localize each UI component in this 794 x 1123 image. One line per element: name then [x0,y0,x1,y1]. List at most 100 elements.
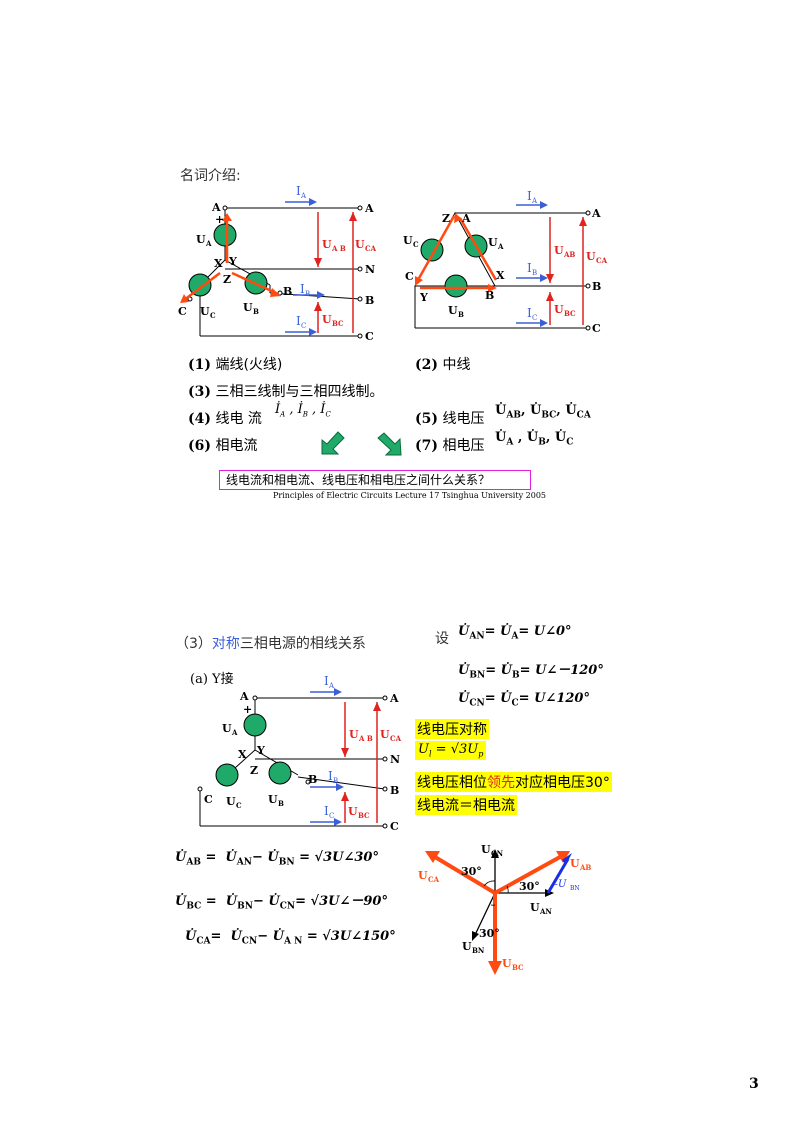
svg-text:C: C [178,305,187,318]
svg-text:AB: AB [579,863,591,872]
slide1-footer: Principles of Electric Circuits Lecture … [273,491,546,500]
item-1-text: 端线(火线) [215,357,283,373]
svg-text:A B: A B [331,244,346,253]
phase-voltage-symbols: U̇A , U̇B, U̇C [495,430,574,448]
item-3-text: 三相三线制与三相四线制。 [215,384,384,400]
svg-text:BC: BC [564,309,576,318]
line-voltage-symbols: U̇AB, U̇BC, U̇CA [495,403,591,421]
svg-text:I: I [328,769,333,783]
svg-text:I: I [527,261,532,275]
svg-text:I: I [296,184,301,198]
item-5: (5) 线电压 [415,408,484,428]
svg-text:B: B [305,290,310,298]
svg-text:Y: Y [228,255,237,268]
question-box: 线电流和相电流、线电压和相电压之间什么关系？ [219,470,531,490]
item-3: (3) 三相三线制与三相四线制。 [188,381,383,401]
svg-text:A: A [497,242,504,251]
svg-text:B: B [278,799,284,808]
note-current: 线电流＝相电流 [415,795,517,815]
svg-text:A: A [211,201,221,214]
svg-text:Y: Y [256,744,265,757]
item-1: (1) 端线(火线) [188,354,282,374]
eq-row-b-rhs: U∠－120° [534,663,604,678]
svg-text:CA: CA [365,244,377,253]
svg-text:AN: AN [539,907,552,916]
item-1-num: (1) [188,357,211,373]
note-lead-word: 领先 [487,775,515,791]
svg-text:B: B [485,289,494,302]
svg-text:U: U [488,236,498,249]
svg-text:Z: Z [442,212,450,225]
svg-text:CA: CA [428,875,440,884]
svg-text:C: C [301,322,306,330]
svg-text:B: B [308,773,317,786]
svg-text:C: C [390,820,399,833]
svg-text:U: U [322,313,332,326]
line-eq-bc-a: BN [237,901,253,912]
svg-text:B: B [283,285,292,298]
item-7: (7) 相电压 [415,435,484,455]
svg-text:X: X [238,748,247,761]
svg-text:BN: BN [570,885,580,892]
svg-text:CA: CA [390,734,402,743]
svg-text:I: I [300,282,305,296]
eq-row-b-mid: B [511,670,520,681]
svg-text:U: U [418,869,428,882]
line-eq-bc-rhs: √3U∠－90° [310,894,388,909]
line-eq-ab-a: AN [236,857,252,868]
note-symmetric: 线电压对称 [415,719,489,739]
svg-text:AB: AB [563,250,575,259]
svg-text:U: U [226,795,236,808]
svg-text:N: N [365,263,375,276]
svg-text:CA: CA [596,256,608,265]
item-7-num: (7) [415,438,438,454]
item-4: (4) 线电 流 [188,408,262,428]
line-eq-ab-rhs: √3U∠30° [314,850,379,865]
line-eq-ca-a: CN [241,936,258,947]
svg-text:B: B [390,784,399,797]
item-6-text: 相电流 [215,438,258,454]
svg-text:U: U [462,940,472,953]
green-arrow-left-icon [321,431,345,455]
slide1-heading: 名词介绍: [180,168,241,184]
svg-text:U: U [403,234,413,247]
svg-text:C: C [236,801,242,810]
eq-row-b: U̇BN= U̇B= U∠－120° [458,663,604,681]
svg-text:U: U [348,805,358,818]
svg-text:C: C [210,311,216,320]
svg-text:C: C [365,330,374,343]
eq-row-b-lhs: BN [469,670,486,681]
svg-text:U: U [322,238,332,251]
svg-text:30°: 30° [461,865,482,878]
line-eq-bc: U̇BC = U̇BN− U̇CN= √3U∠－90° [175,894,388,912]
eq-row-a-lhs: AN [469,631,485,642]
svg-text:U: U [268,793,278,806]
line-eq-ca: U̇CA= U̇CN− U̇A N = √3U∠150° [185,929,396,947]
note-lead-prefix: 线电压相位 [417,775,487,791]
item-5-text: 线电压 [442,411,485,427]
svg-text:A: A [461,212,471,225]
svg-text:A B: A B [358,734,373,743]
svg-text:X: X [214,257,223,270]
line-eq-bc-b: CN [279,901,296,912]
line-eq-bc-lhs: BC [186,901,202,912]
svg-text:C: C [532,314,537,322]
svg-text:A: A [531,197,538,205]
item-7-text: 相电压 [442,438,485,454]
slide2-subtitle: (a) Y接 [190,668,234,687]
note-lead: 线电压相位领先对应相电压30° [415,772,612,792]
eq-row-c-rhs: U∠120° [534,691,590,706]
item-6-num: (6) [188,438,211,454]
eq-row-c: U̇CN= U̇C= U∠120° [458,691,590,709]
page-number: 3 [749,1076,759,1092]
svg-text:U: U [502,957,512,970]
svg-text:N: N [390,753,400,766]
item-4-num: (4) [188,411,211,427]
slide2-title-prefix: （3） [175,636,212,652]
svg-text:U: U [448,304,458,317]
eq-row-c-mid: C [511,698,519,709]
svg-text:U: U [355,238,365,251]
svg-text:B: B [458,310,464,319]
line-eq-ca-lhs: CA [196,936,211,947]
